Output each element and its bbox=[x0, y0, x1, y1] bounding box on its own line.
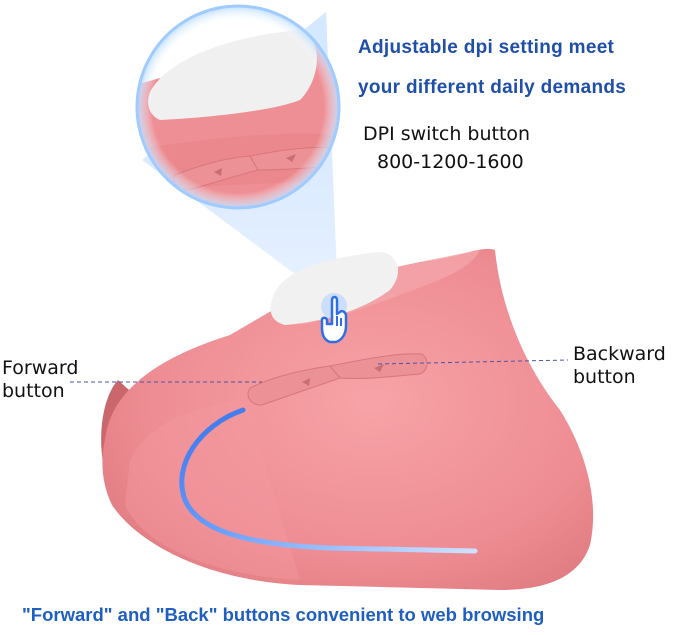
backward-arrow-icon bbox=[374, 364, 384, 372]
forward-arrow-icon bbox=[302, 378, 310, 386]
forward-label-line-2: button bbox=[2, 380, 65, 402]
vertical-mouse bbox=[101, 248, 594, 590]
backward-label-line-2: button bbox=[573, 366, 636, 388]
forward-button bbox=[247, 365, 341, 406]
footer-caption: "Forward" and "Back" buttons convenient … bbox=[22, 604, 545, 625]
led-light-strip bbox=[179, 407, 478, 554]
backward-button bbox=[329, 353, 428, 380]
backward-leader-line bbox=[377, 359, 569, 365]
scroll-cap bbox=[270, 252, 399, 325]
forward-label-line-1: Forward bbox=[2, 357, 79, 379]
magnifier-lens bbox=[135, 4, 341, 210]
hand-pointer-icon bbox=[320, 293, 348, 344]
backward-label-line-1: Backward bbox=[573, 343, 666, 365]
headline-line-2: your different daily demands bbox=[358, 77, 627, 98]
dpi-switch-label: DPI switch button bbox=[363, 123, 531, 145]
dpi-values: 800-1200-1600 bbox=[377, 151, 524, 173]
headline-line-1: Adjustable dpi setting meet bbox=[358, 37, 615, 58]
